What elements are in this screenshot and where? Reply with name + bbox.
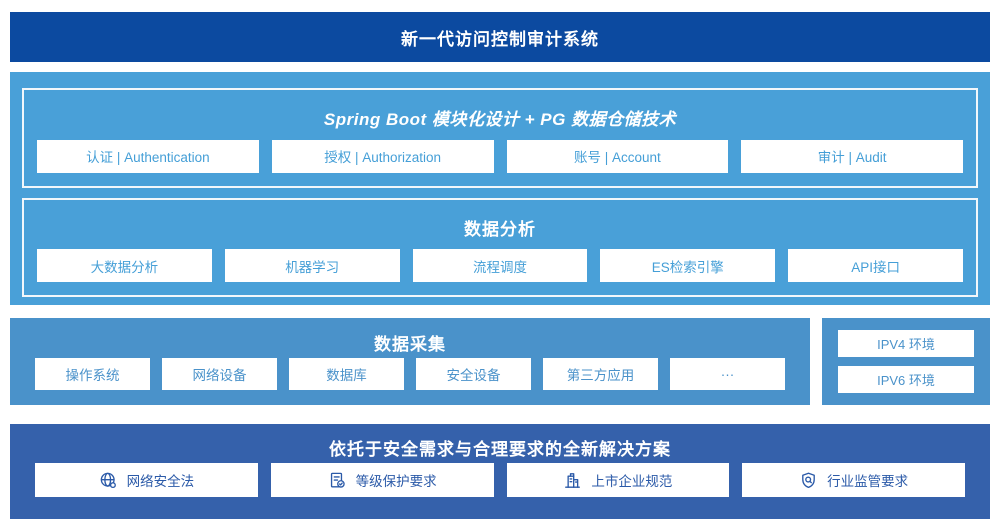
collection-box-network-device: 网络设备 (162, 358, 277, 390)
analysis-box-bigdata: 大数据分析 (37, 249, 212, 282)
solution-box-label: 等级保护要求 (355, 474, 437, 489)
solution-box-label: 网络安全法 (126, 474, 195, 489)
solution-box-industry-regulation: 行业监管要求 (742, 463, 965, 497)
env-box-ipv6: IPV6 环境 (838, 366, 974, 393)
analysis-box-ml: 机器学习 (224, 249, 400, 282)
solution-box-label: 上市企业规范 (591, 474, 673, 489)
env-box-ipv4: IPV4 环境 (838, 330, 974, 357)
solution-box-cybersecurity-law: 网络安全法 (35, 463, 258, 497)
page-title: 新一代访问控制审计系统 (401, 29, 599, 49)
architecture-section: Spring Boot 模块化设计 + PG 数据仓储技术 认证 | Authe… (10, 72, 990, 305)
solution-box-classified-protection: 等级保护要求 (270, 463, 494, 497)
collection-box-security-device: 安全设备 (416, 358, 531, 390)
globe-icon (99, 471, 118, 490)
building-icon (563, 471, 582, 490)
analysis-box-api: API接口 (788, 249, 963, 282)
analysis-row: 大数据分析 机器学习 流程调度 ES检索引擎 API接口 (37, 249, 963, 282)
module-box-authorization: 授权 | Authorization (271, 139, 494, 173)
checklist-icon (328, 471, 347, 490)
analysis-box-workflow: 流程调度 (412, 249, 588, 282)
module-box-account: 账号 | Account (506, 139, 729, 173)
collection-box-database: 数据库 (289, 358, 404, 390)
data-collection-title: 数据采集 (374, 334, 446, 354)
analysis-box-es: ES检索引擎 (600, 249, 776, 282)
collection-box-os: 操作系统 (35, 358, 150, 390)
solution-title: 依托于安全需求与合理要求的全新解决方案 (329, 439, 671, 459)
top-banner: 新一代访问控制审计系统 (10, 12, 990, 62)
module-box-authentication: 认证 | Authentication (37, 139, 259, 173)
collection-box-more: ··· (670, 358, 785, 390)
data-analysis-panel: 数据分析 大数据分析 机器学习 流程调度 ES检索引擎 API接口 (22, 197, 978, 297)
shield-search-icon (799, 471, 818, 490)
collection-box-thirdparty: 第三方应用 (543, 358, 658, 390)
springboot-panel: Spring Boot 模块化设计 + PG 数据仓储技术 认证 | Authe… (22, 88, 978, 188)
solution-box-listed-company: 上市企业规范 (506, 463, 730, 497)
springboot-panel-title: Spring Boot 模块化设计 + PG 数据仓储技术 (323, 110, 677, 130)
data-analysis-title: 数据分析 (464, 219, 536, 239)
module-box-audit: 审计 | Audit (741, 139, 963, 173)
module-row: 认证 | Authentication 授权 | Authorization 账… (37, 139, 963, 173)
collection-row: 操作系统 网络设备 数据库 安全设备 第三方应用 ··· (35, 358, 785, 390)
solution-box-label: 行业监管要求 (827, 474, 909, 489)
solution-section: 依托于安全需求与合理要求的全新解决方案 网络安全法 (10, 424, 990, 519)
data-collection-section: 数据采集 操作系统 网络设备 数据库 安全设备 第三方应用 ··· (10, 318, 810, 405)
solution-row: 网络安全法 等级保护要求 (35, 463, 965, 497)
environment-panel: IPV4 环境 IPV6 环境 (822, 318, 990, 405)
